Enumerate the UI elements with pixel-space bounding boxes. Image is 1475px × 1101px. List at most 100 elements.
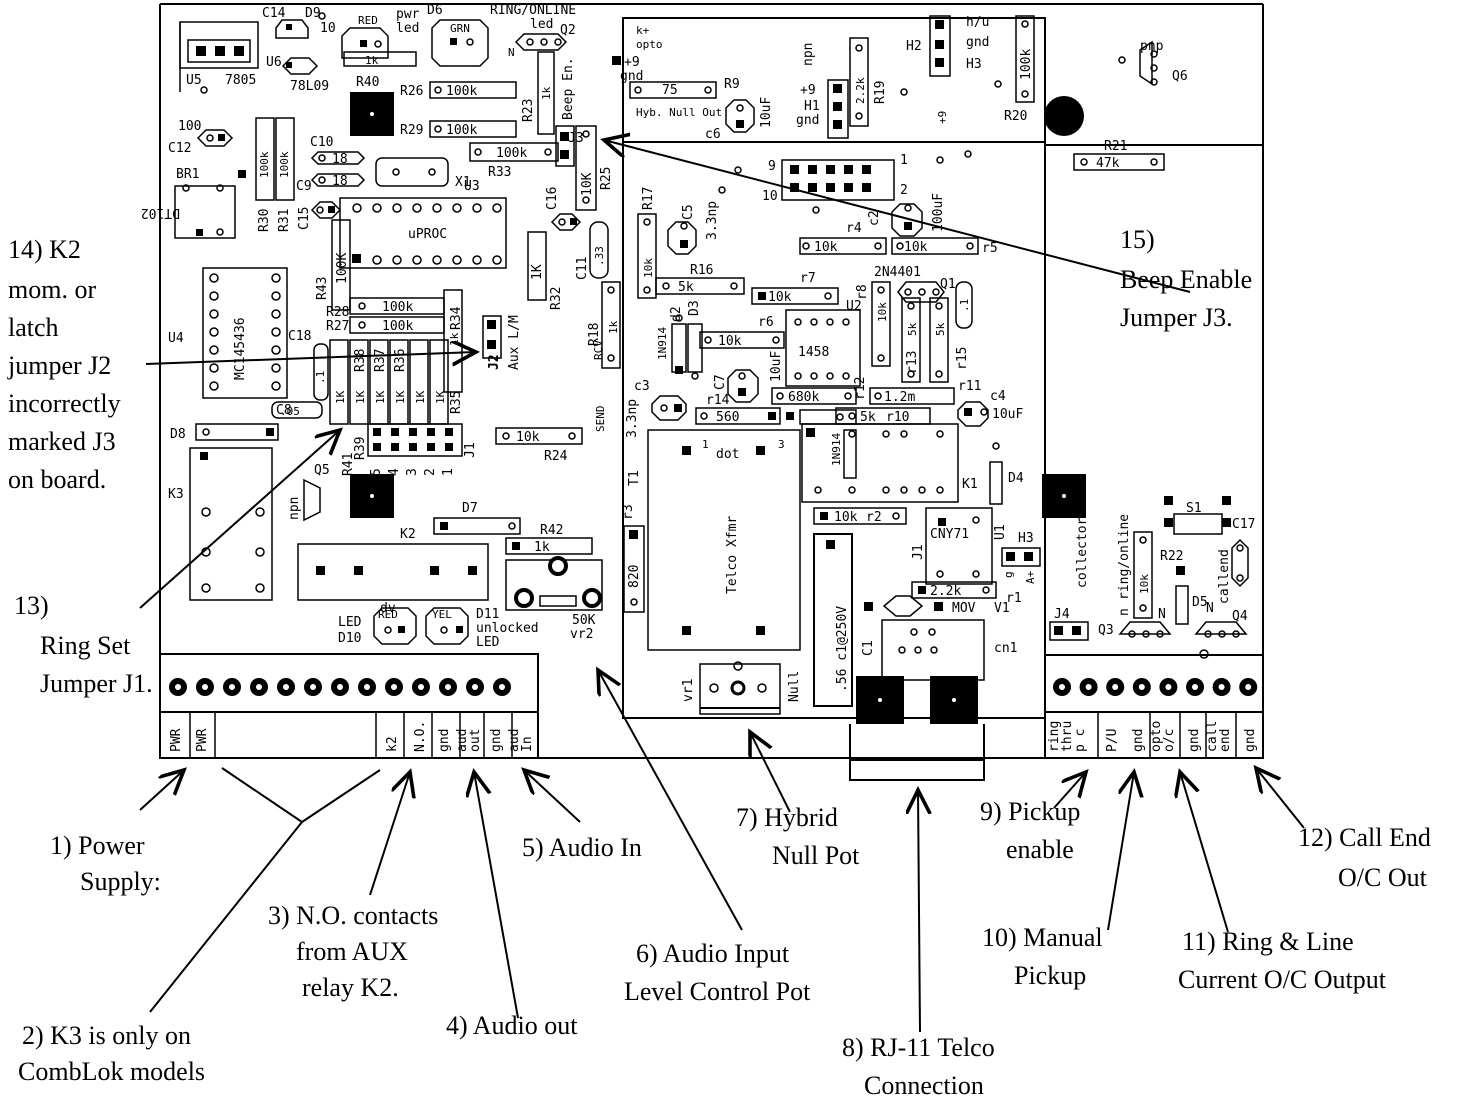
label: R21 [1104,139,1127,154]
terminal-screw-center [472,684,478,690]
label: npn [287,497,302,520]
label: vr1 [681,679,696,702]
label: R24 [544,449,568,464]
label: callend [1217,549,1232,604]
label: cn1 [994,641,1017,656]
label: Aux L/M [507,315,522,370]
label: Q3 [1098,623,1114,638]
callout-12-call-end: 12) Call End O/C Out [1298,823,1431,892]
component-u5: U5 7805 [179,21,259,94]
callout-text: Ring Set [40,631,131,660]
label: 1N914 [656,327,669,360]
label: K3 [168,487,184,502]
callout-3-no-contacts: 3) N.O. contacts from AUX relay K2. [268,901,438,1002]
svg-text:ring: ring [1047,721,1062,752]
component-r42-vr2: R42 1k 50K vr2 [505,523,603,642]
terminal-screw-center [256,684,262,690]
label: r15 [955,347,970,370]
component-h1-r19: npn +9 H1 gnd 2.2k R19 [796,37,908,139]
label: 4 [387,468,402,476]
label: gnd [796,113,819,128]
callout-text: 7) Hybrid [736,803,838,832]
label: 1k [607,320,620,334]
callout-text: 11) Ring & Line [1182,927,1354,956]
callout-text: jumper J2 [7,351,111,380]
label: 1.2m [884,390,915,405]
component-r24: 10k R24 [495,427,583,464]
label: r7 [800,271,816,286]
label: LED [338,615,362,630]
label: 10k [834,510,858,525]
terminal-screw-center [364,684,370,690]
label: C18 [288,329,311,344]
label: RED [378,608,398,621]
label: LED [476,635,500,650]
svg-text:g: g [1002,571,1015,578]
label: 820 [627,565,642,588]
callout-text: 4) Audio out [446,1011,578,1040]
label: 2 [900,183,908,198]
label: MOV [952,601,976,616]
terminal-screw-center [1245,684,1252,690]
label: D4 [1008,471,1024,486]
component-r7-q1: r7 10k U2 2N4401 Q1 10k r8 5k r13 5k r15… [751,265,973,383]
terminal-screw-center [283,684,289,690]
component-c3-r14-r12-r11-c4: c3 3.3np r14 560 680k r12 1.2m r11 c4 10… [625,377,1023,438]
label: C9 [296,179,312,194]
label: gnd [966,35,989,50]
callout-2-k3: 2) K3 is only on CombLok models [18,1021,205,1086]
label: R43 [315,277,330,300]
label: BR1 [176,167,199,182]
callout-text: 6) Audio Input [636,939,790,968]
label: J2 [487,354,502,370]
label: 5k [906,322,919,336]
label: N [508,46,515,59]
label: r12 [853,377,868,400]
label: J1 [911,544,926,560]
label: 10uF [769,351,784,382]
label: 1 [900,153,908,168]
terminal-screw-center [418,684,424,690]
label: 9 [768,159,776,174]
terminal-screw-center [1165,684,1172,690]
label: 1K [334,390,347,404]
label: r13 [905,351,920,374]
label: 100k [446,84,477,99]
callout-text: 10) Manual [982,923,1103,952]
label: R37 [373,349,388,372]
label: 100k [1019,49,1034,80]
label: r4 [846,221,862,236]
callout-text: 13) [14,591,49,620]
callout-10-manual-pickup: 10) Manual Pickup [982,923,1103,990]
callout-text: mom. or [8,275,96,304]
component-vr1: vr1 Null [681,661,802,715]
label: R35 [449,391,464,414]
svg-text:end: end [1218,729,1233,752]
label: r11 [958,379,981,394]
label: 5k [860,410,876,425]
label: 1 [441,468,456,476]
label: collector [1075,517,1090,588]
label: D9 [305,6,321,21]
label: c6 [705,127,721,142]
callout-text: Pickup [1014,961,1086,990]
svg-text:aud: aud [507,729,522,752]
label: 10 [320,21,336,36]
svg-text:thru: thru [1060,721,1075,752]
callout-text: 12) Call End [1298,823,1431,852]
component-k3: K3 [168,447,273,601]
terminal-screw-center [1138,684,1145,690]
label: D10 [338,631,361,646]
callout-text: from AUX [296,937,408,966]
component-q5: Q5 npn [287,463,394,522]
label: DT102 [141,205,180,220]
label: R34 [449,306,464,330]
label: .33 [593,246,606,266]
label: Q4 [1232,609,1248,624]
label: K1 [962,477,978,492]
label: J4 [1054,607,1070,622]
label: D6 [427,3,443,18]
terminal-label: gnd [1131,729,1146,752]
label: Q6 [1172,69,1188,84]
